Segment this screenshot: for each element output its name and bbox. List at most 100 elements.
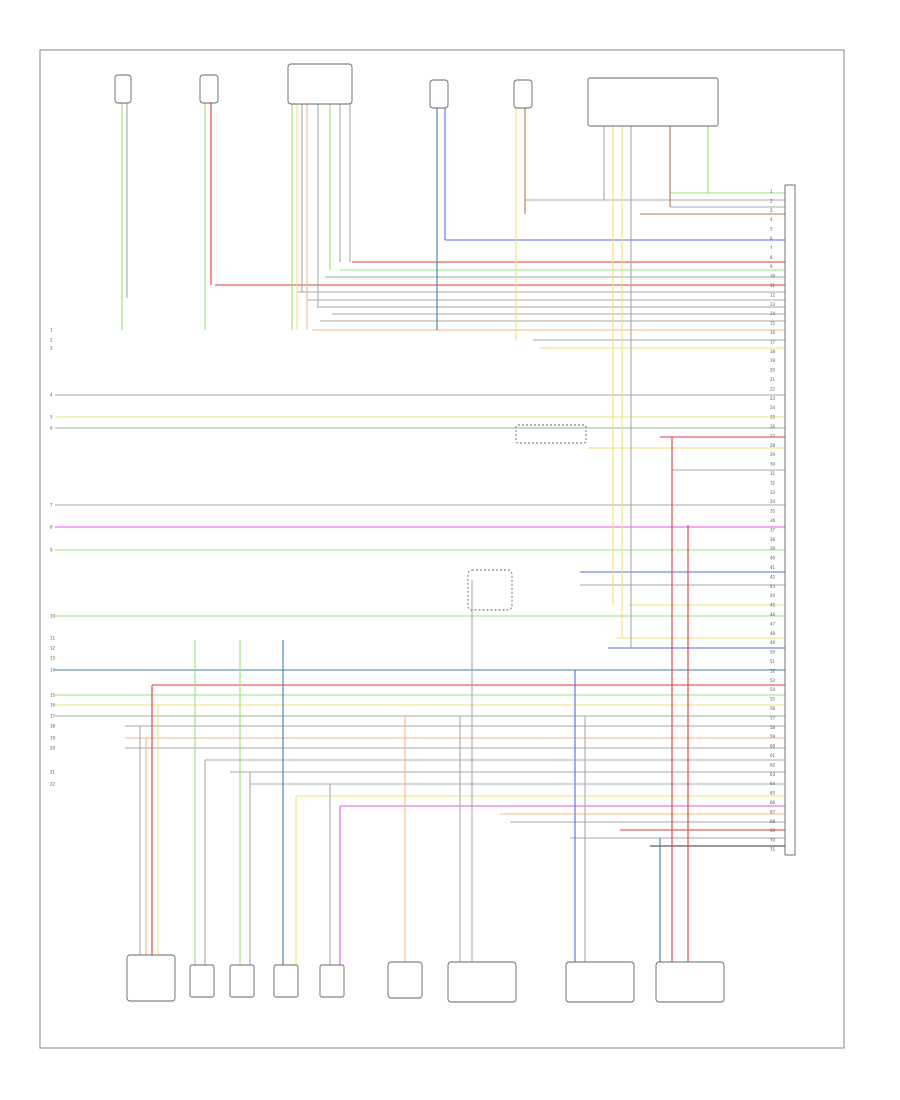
ecm-pin-label: 17	[770, 339, 776, 344]
ecm-pin-label: 6	[770, 236, 773, 241]
component-b1	[126, 954, 176, 1002]
left-pin-label: 4	[50, 393, 53, 398]
ecm-pin-label: 22	[770, 386, 776, 391]
component-b2-body	[189, 964, 215, 998]
ecm-pin-label: 25	[770, 415, 776, 420]
component-c3-body	[287, 63, 353, 105]
ecm-pin-label: 48	[770, 631, 776, 636]
component-c4	[429, 79, 449, 109]
left-pin-label: 8	[50, 525, 53, 530]
ecm-pin-label: 4	[770, 217, 773, 222]
ecm-pin-label: 28	[770, 443, 776, 448]
left-pin-label: 21	[50, 770, 56, 775]
component-c7-body	[515, 424, 587, 444]
ecm-pin-label: 19	[770, 358, 776, 363]
middle-component	[467, 569, 513, 611]
ecm-pin-label: 35	[770, 509, 776, 514]
left-pin-label: 18	[50, 724, 56, 729]
ecm-pin-label: 47	[770, 621, 776, 626]
ecm-pin-label: 50	[770, 650, 776, 655]
ecm-pin-label: 67	[770, 809, 776, 814]
ecm-pin-label: 16	[770, 330, 776, 335]
ecm-pin-label: 39	[770, 546, 776, 551]
diagram-frame	[39, 49, 845, 1049]
left-pin-label: 20	[50, 746, 56, 751]
component-b2-injector-4	[319, 964, 345, 998]
ecm-pin-label: 21	[770, 377, 776, 382]
left-pin-label: 10	[50, 614, 56, 619]
left-pin-label: 13	[50, 656, 56, 661]
component-b3	[387, 961, 423, 999]
component-b5	[565, 961, 635, 1003]
component-b2	[189, 964, 345, 998]
ecm-pin-label: 53	[770, 678, 776, 683]
left-pin-label: 1	[50, 328, 53, 333]
ecm-pin-label: 5	[770, 227, 773, 232]
ecm-pin-label: 49	[770, 640, 776, 645]
left-pin-label: 9	[50, 548, 53, 553]
left-pin-label: 11	[50, 636, 56, 641]
ecm-pin-label: 10	[770, 274, 776, 279]
left-pin-label: 19	[50, 736, 56, 741]
ecm-pin-label: 38	[770, 537, 776, 542]
ecm-pin-labels: 1234567891011121314151617181920212223242…	[770, 189, 776, 852]
component-b2-injector-2	[229, 964, 255, 998]
component-b2-injector-3	[273, 964, 299, 998]
ecm-pin-label: 61	[770, 753, 776, 758]
ecm-pin-label: 12	[770, 292, 776, 297]
ecm-pin-label: 36	[770, 518, 776, 523]
ecm-pin-label: 52	[770, 668, 776, 673]
wire-layer	[55, 103, 785, 965]
ecm-pin-label: 31	[770, 471, 776, 476]
ecm-pin-label: 71	[770, 847, 776, 852]
ecm-pin-label: 57	[770, 715, 776, 720]
ecm-connector: 1234567891011121314151617181920212223242…	[770, 184, 796, 856]
ecm-pin-label: 51	[770, 659, 776, 664]
ecm-pin-label: 42	[770, 574, 776, 579]
ecm-pin-label: 60	[770, 744, 776, 749]
left-pin-label: 2	[50, 338, 53, 343]
ecm-pin-label: 33	[770, 490, 776, 495]
left-pin-label: 22	[50, 782, 56, 787]
ecm-pin-label: 13	[770, 302, 776, 307]
left-pin-label: 7	[50, 503, 53, 508]
ecm-pin-label: 58	[770, 725, 776, 730]
ecm-pin-label: 59	[770, 734, 776, 739]
left-pin-label: 3	[50, 346, 53, 351]
ecm-pin-label: 3	[770, 208, 773, 213]
ecm-pin-label: 2	[770, 198, 773, 203]
left-pin-label: 12	[50, 646, 56, 651]
component-c6-body	[587, 77, 719, 127]
component-c4-body	[429, 79, 449, 109]
ecm-pin-label: 1	[770, 189, 773, 194]
component-c5	[513, 79, 533, 109]
left-pin-label: 14	[50, 668, 56, 673]
left-pin-label: 17	[50, 714, 56, 719]
component-c2	[199, 74, 219, 104]
component-c7	[515, 424, 587, 444]
component-b5-body	[565, 961, 635, 1003]
ecm-pin-label: 70	[770, 838, 776, 843]
left-pin-label: 15	[50, 693, 56, 698]
left-pin-label: 5	[50, 415, 53, 420]
ecm-pin-label: 55	[770, 697, 776, 702]
middle-component-body	[467, 569, 513, 611]
ecm-pin-label: 32	[770, 480, 776, 485]
ecm-pin-label: 34	[770, 499, 776, 504]
ecm-pin-label: 30	[770, 462, 776, 467]
ecm-pin-label: 65	[770, 791, 776, 796]
component-b6	[655, 961, 725, 1003]
component-c1	[114, 74, 132, 104]
component-b4	[447, 961, 517, 1003]
ecm-pin-label: 29	[770, 452, 776, 457]
left-pin-label: 16	[50, 703, 56, 708]
component-c2-body	[199, 74, 219, 104]
ecm-pin-label: 7	[770, 245, 773, 250]
ecm-pin-label: 37	[770, 527, 776, 532]
ecm-pin-label: 64	[770, 781, 776, 786]
ecm-pin-label: 46	[770, 612, 776, 617]
ecm-pin-label: 24	[770, 405, 776, 410]
ecm-pin-label: 69	[770, 828, 776, 833]
